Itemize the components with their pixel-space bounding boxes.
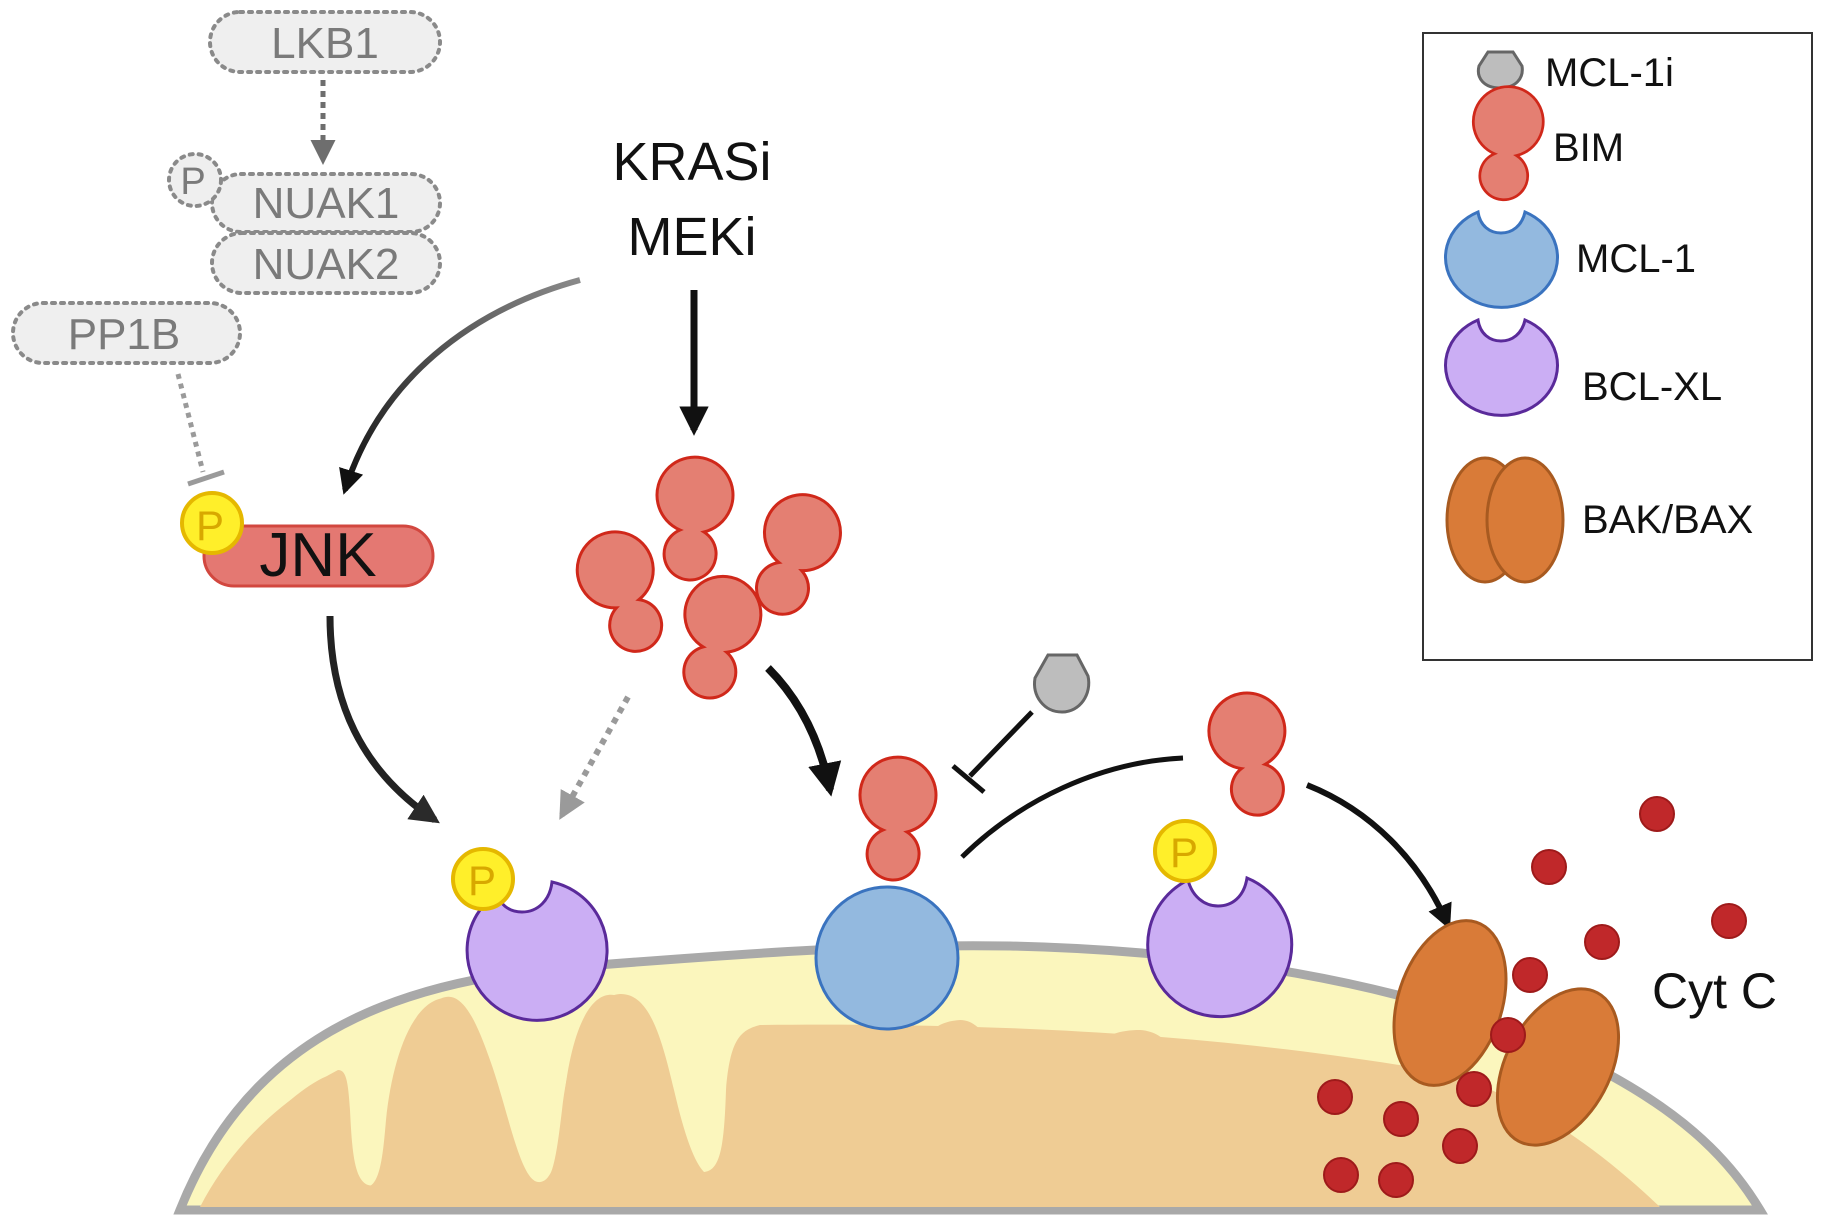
lkb1-node: LKB1: [208, 10, 442, 74]
drug-krasi: KRASi: [612, 132, 771, 192]
legend-item-mcl1: MCL-1: [1444, 209, 1696, 309]
pp1b-inhibits-jnk: [175, 373, 206, 473]
cytc-label: Cyt C: [1652, 963, 1777, 1019]
legend-label-bclxl: BCL-XL: [1582, 365, 1722, 409]
bclxl-right-phospho-label: P: [1170, 829, 1198, 876]
nuak-phospho-label: P: [180, 161, 205, 203]
jnk-to-bclxl-arrow: [326, 615, 440, 824]
mcl1i-molecule: [1033, 653, 1091, 714]
bim-free: [1198, 682, 1308, 825]
jnk-phospho-icon: [180, 491, 244, 555]
mcl1-inhibitor: [951, 653, 1091, 794]
bclxl-left-body: [465, 880, 609, 1022]
legend-item-bakbax: BAK/BAX: [1445, 456, 1753, 584]
legend-item-bim: BIM: [1471, 85, 1624, 202]
bim-to-mcl1-arrow: [765, 665, 842, 797]
nuak1-node: NUAK1: [210, 172, 442, 234]
cytc-molecule: [1531, 849, 1567, 885]
bim-to-bclxl-dotted-arrow: [559, 695, 631, 820]
bclxl-right: P: [1146, 819, 1294, 1019]
cytc-molecule: [1639, 796, 1675, 832]
bax-icon: [1485, 456, 1565, 584]
bim-to-bakbax-arrow: [1305, 782, 1452, 930]
bclxl-right-phospho-icon: [1153, 819, 1217, 883]
mcl1-release-arc: [960, 755, 1184, 859]
legend-item-bclxl: BCL-XL: [1444, 317, 1722, 417]
jnk-phospho-label: P: [196, 502, 224, 549]
drug-meki: MEKi: [627, 207, 756, 267]
pp1b-label: PP1B: [68, 310, 181, 359]
jnk-node: JNK P: [180, 491, 435, 590]
nuak1-label: NUAK1: [253, 179, 400, 228]
bclxl-icon: [1444, 317, 1559, 417]
jnk-label: JNK: [259, 521, 376, 590]
bakbax-pore: [1392, 919, 1621, 1147]
drug-label: KRASi MEKi: [612, 132, 771, 267]
bclxl-left-phospho-icon: [451, 847, 515, 911]
cytc-molecule: [1490, 1017, 1526, 1053]
mcl1-icon: [1444, 209, 1559, 309]
cytochrome-c: [1317, 796, 1747, 1198]
bim-cluster: [563, 455, 851, 706]
bclxl-left-phospho-label: P: [468, 857, 496, 904]
legend-label-mcl1i: MCL-1i: [1545, 51, 1674, 95]
nuak-phospho: P: [167, 152, 223, 208]
bim-molecule: [655, 455, 735, 582]
nuak2-label: NUAK2: [253, 240, 400, 289]
bim-molecule: [671, 569, 768, 706]
mcl1-complex: [814, 755, 960, 1031]
legend-label-bakbax: BAK/BAX: [1582, 498, 1753, 542]
nuak2-node: NUAK2: [210, 231, 442, 295]
cytc-molecule: [1456, 1071, 1492, 1107]
lkb1-label: LKB1: [271, 19, 379, 68]
mcl1i-inhibition-line: [968, 710, 1034, 778]
cytc-molecule: [1317, 1079, 1353, 1115]
bim-bound-mcl1: [858, 755, 938, 882]
mcl1i-inhibition-bar: [951, 764, 986, 794]
bclxl-right-body: [1146, 875, 1294, 1019]
jnk-bar: [202, 524, 435, 588]
cytc-molecule: [1383, 1101, 1419, 1137]
cytc-molecule: [1584, 924, 1620, 960]
pp1b-inhibition-bar: [187, 469, 225, 487]
cytc-molecule: [1442, 1128, 1478, 1164]
upstream-pathway: LKB1 NUAK1 NUAK2 P PP1B: [11, 10, 442, 487]
legend-item-mcl1i: MCL-1i: [1476, 50, 1674, 95]
mcl1i-icon: [1476, 50, 1524, 90]
bclxl-left: P: [451, 847, 609, 1022]
mcl1-body: [814, 885, 960, 1031]
legend-label-bim: BIM: [1553, 126, 1624, 170]
legend-label-mcl1: MCL-1: [1576, 237, 1696, 281]
pp1b-node: PP1B: [11, 301, 242, 365]
cytc-molecule: [1711, 903, 1747, 939]
cytc-molecule: [1512, 957, 1548, 993]
bak-oligomer: [1392, 919, 1508, 1087]
drugs-to-jnk-arrow: [339, 277, 581, 495]
cytc-molecule: [1378, 1162, 1414, 1198]
mitochondrion-cristae-folds: [205, 993, 1190, 1207]
cytc-molecule: [1323, 1157, 1359, 1193]
legend: MCL-1i BIM MCL-1 BCL-XL BAK/BAX: [1422, 32, 1813, 661]
